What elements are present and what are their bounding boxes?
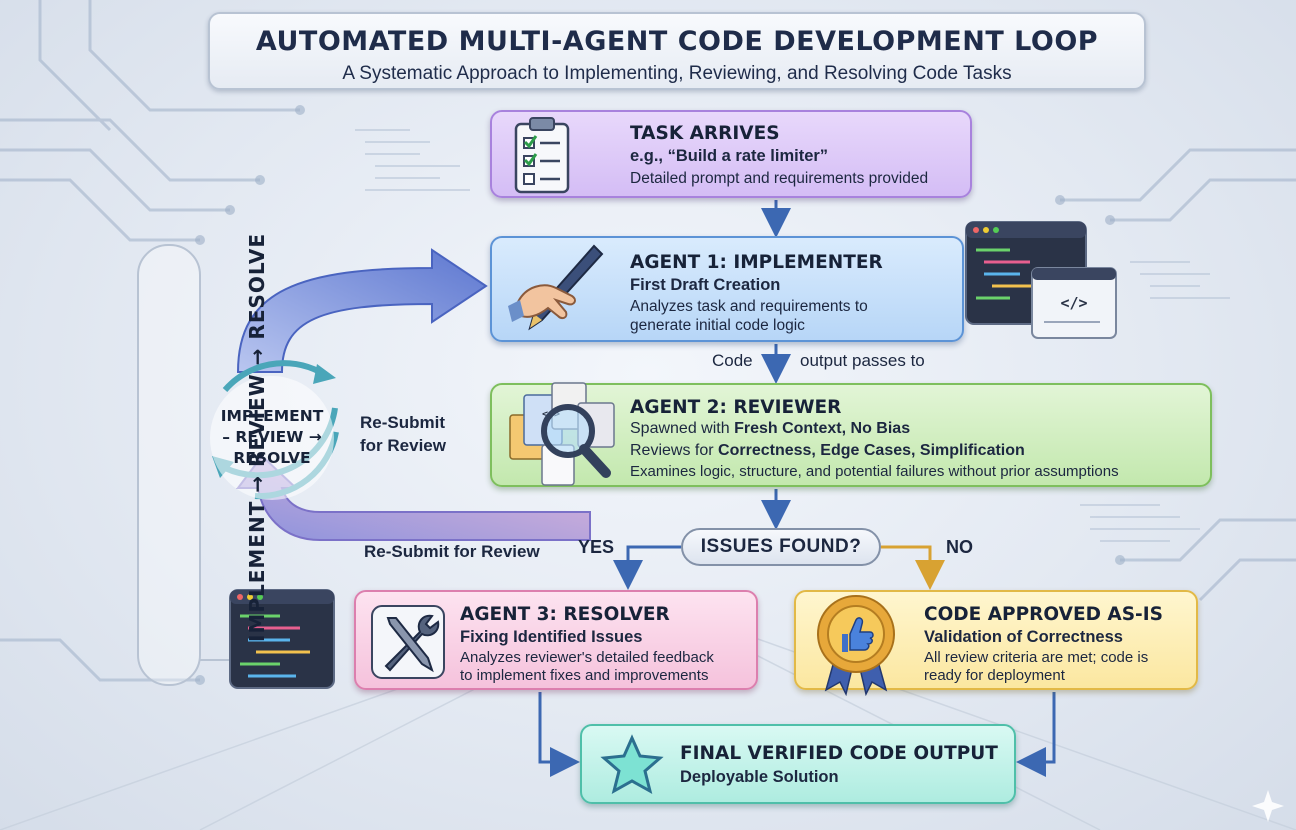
resolver-box: AGENT 3: RESOLVER Fixing Identified Issu…	[354, 590, 758, 690]
handoff-label-right: output passes to	[800, 351, 925, 370]
approved-heading: CODE APPROVED AS-IS	[924, 604, 1163, 625]
implementer-subheading: First Draft Creation	[630, 276, 781, 294]
reviewer-line-1: Spawned with Fresh Context, No Bias	[630, 420, 910, 438]
resolver-subheading: Fixing Identified Issues	[460, 628, 643, 646]
implementer-heading: AGENT 1: IMPLEMENTER	[630, 252, 883, 273]
code-window-icon: </>	[965, 221, 1117, 339]
reviewer-line-2-plain: Reviews for	[630, 442, 719, 459]
vertical-loop-frame	[137, 244, 201, 686]
wrench-screwdriver-icon	[371, 605, 445, 679]
title-banner: AUTOMATED MULTI-AGENT CODE DEVELOPMENT L…	[208, 12, 1146, 90]
loop-line-3: RESOLVE	[233, 449, 311, 467]
resubmit-label-line-2: for Review	[360, 436, 446, 455]
hand-pen-icon	[508, 244, 604, 331]
approved-subheading: Validation of Correctness	[924, 628, 1123, 646]
resubmit-label-line-1: Re-Submit	[360, 413, 445, 432]
reviewer-line-1-plain: Spawned with	[630, 420, 735, 437]
reviewer-line-3: Examines logic, structure, and potential…	[630, 463, 1119, 480]
terminal-window-icon	[229, 589, 335, 689]
resolver-heading: AGENT 3: RESOLVER	[460, 604, 670, 625]
reviewer-line-1-bold: Fresh Context, No Bias	[734, 420, 911, 437]
implementer-box: AGENT 1: IMPLEMENTER First Draft Creatio…	[490, 236, 964, 342]
resubmit-arrow-label: Re-Submit for Review	[364, 542, 540, 561]
sparkle-icon	[1252, 790, 1284, 822]
issues-found-decision: ISSUES FOUND?	[681, 528, 881, 566]
resolver-line-2: to implement fixes and improvements	[460, 667, 709, 684]
final-output-box: FINAL VERIFIED CODE OUTPUT Deployable So…	[580, 724, 1016, 804]
decision-no-label: NO	[946, 537, 973, 557]
loop-line-1: IMPLEMENT	[220, 407, 324, 425]
task-example: e.g., “Build a rate limiter”	[630, 147, 829, 165]
code-approved-box: CODE APPROVED AS-IS Validation of Correc…	[794, 590, 1198, 696]
page-title: AUTOMATED MULTI-AGENT CODE DEVELOPMENT L…	[255, 26, 1099, 57]
reviewer-line-2: Reviews for Correctness, Edge Cases, Sim…	[630, 442, 1025, 460]
resubmit-arrow-up	[236, 248, 488, 373]
resolver-line-1: Analyzes reviewer's detailed feedback	[460, 649, 714, 666]
task-arrives-box: TASK ARRIVES e.g., “Build a rate limiter…	[490, 110, 972, 198]
clipboard-checklist-icon	[514, 117, 570, 194]
reviewer-box: </> AGENT 2: REVIEWER Spawned with Fresh…	[490, 382, 1212, 487]
implementer-line-2: generate initial code logic	[630, 317, 805, 334]
star-icon	[600, 734, 664, 794]
loop-line-2: – REVIEW →	[222, 428, 322, 446]
final-heading: FINAL VERIFIED CODE OUTPUT	[680, 743, 998, 764]
task-heading: TASK ARRIVES	[630, 123, 780, 144]
vertical-loop-label: IMPLEMENT → REVIEW → RESOLVE	[245, 232, 269, 642]
magnifier-documents-icon: </>	[509, 382, 615, 486]
handoff-label-left: Code	[712, 351, 753, 370]
reviewer-line-2-bold: Correctness, Edge Cases, Simplification	[718, 442, 1025, 459]
svg-text:</>: </>	[1060, 294, 1087, 312]
loop-circle-label: IMPLEMENT – REVIEW → RESOLVE	[206, 406, 338, 469]
decision-yes-label: YES	[578, 537, 615, 557]
implementer-line-1: Analyzes task and requirements to	[630, 298, 868, 315]
approved-line-1: All review criteria are met; code is	[924, 649, 1149, 666]
final-subheading: Deployable Solution	[680, 768, 839, 786]
thumbs-up-medal-icon	[817, 595, 895, 696]
approved-line-2: ready for deployment	[924, 667, 1065, 684]
reviewer-heading: AGENT 2: REVIEWER	[630, 397, 842, 418]
task-description: Detailed prompt and requirements provide…	[630, 170, 929, 187]
page-subtitle: A Systematic Approach to Implementing, R…	[342, 63, 1012, 84]
